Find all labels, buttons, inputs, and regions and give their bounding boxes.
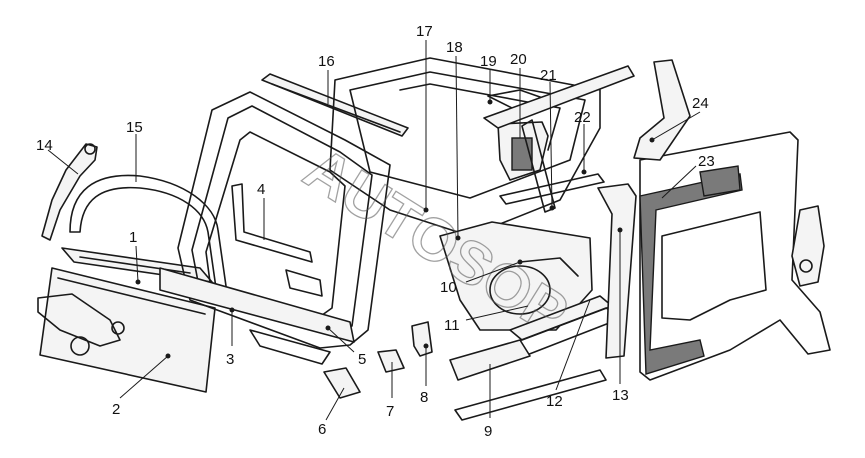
callout-15: 15 xyxy=(126,119,143,136)
callout-22: 22 xyxy=(574,109,591,126)
part-14-knob xyxy=(84,143,96,155)
callout-8: 8 xyxy=(420,389,428,406)
callout-9: 9 xyxy=(484,423,492,440)
callout-2: 2 xyxy=(112,401,120,418)
callout-4: 4 xyxy=(257,181,265,198)
leader-dots xyxy=(135,99,655,359)
part-2-motor xyxy=(37,293,121,347)
callout-23: 23 xyxy=(698,153,715,170)
part-9-drawing xyxy=(449,339,531,381)
part-21-drawing xyxy=(483,65,635,129)
callout-10: 10 xyxy=(440,279,457,296)
callout-24: 24 xyxy=(692,95,709,112)
callout-12: 12 xyxy=(546,393,563,410)
leader-lines xyxy=(47,40,701,421)
callout-3: 3 xyxy=(226,351,234,368)
roof-panel-drawing xyxy=(329,57,601,237)
part-drawings xyxy=(37,57,831,421)
part-8-drawing xyxy=(411,321,433,357)
callout-11: 11 xyxy=(444,317,460,334)
callout-13: 13 xyxy=(612,387,629,404)
callout-7: 7 xyxy=(386,403,394,420)
callout-14: 14 xyxy=(36,137,53,154)
callout-18: 18 xyxy=(446,39,463,56)
part-4-drawing xyxy=(231,183,313,263)
part-24-drawing xyxy=(633,59,691,161)
callout-17: 17 xyxy=(416,23,433,40)
part-14-drawing xyxy=(41,143,98,241)
part-23-drawing xyxy=(639,131,831,381)
callout-19: 19 xyxy=(480,53,497,70)
part-22-drawing xyxy=(499,173,605,205)
part-3-sill xyxy=(159,267,355,343)
part-6-drawing xyxy=(323,367,361,399)
part-2-drawing xyxy=(39,267,216,393)
part-7-drawing xyxy=(377,349,405,373)
callout-1: 1 xyxy=(129,229,137,246)
callout-21: 21 xyxy=(540,67,557,84)
part-23-frame xyxy=(639,173,743,375)
callout-5: 5 xyxy=(358,351,366,368)
part-13-drawing xyxy=(597,183,637,359)
callout-20: 20 xyxy=(510,51,527,68)
callout-6: 6 xyxy=(318,421,326,438)
right-bracket-drawing xyxy=(791,205,825,287)
callout-16: 16 xyxy=(318,53,335,70)
callout-labels: 1 2 3 4 5 6 7 8 9 10 11 12 13 14 15 16 1… xyxy=(36,23,715,440)
